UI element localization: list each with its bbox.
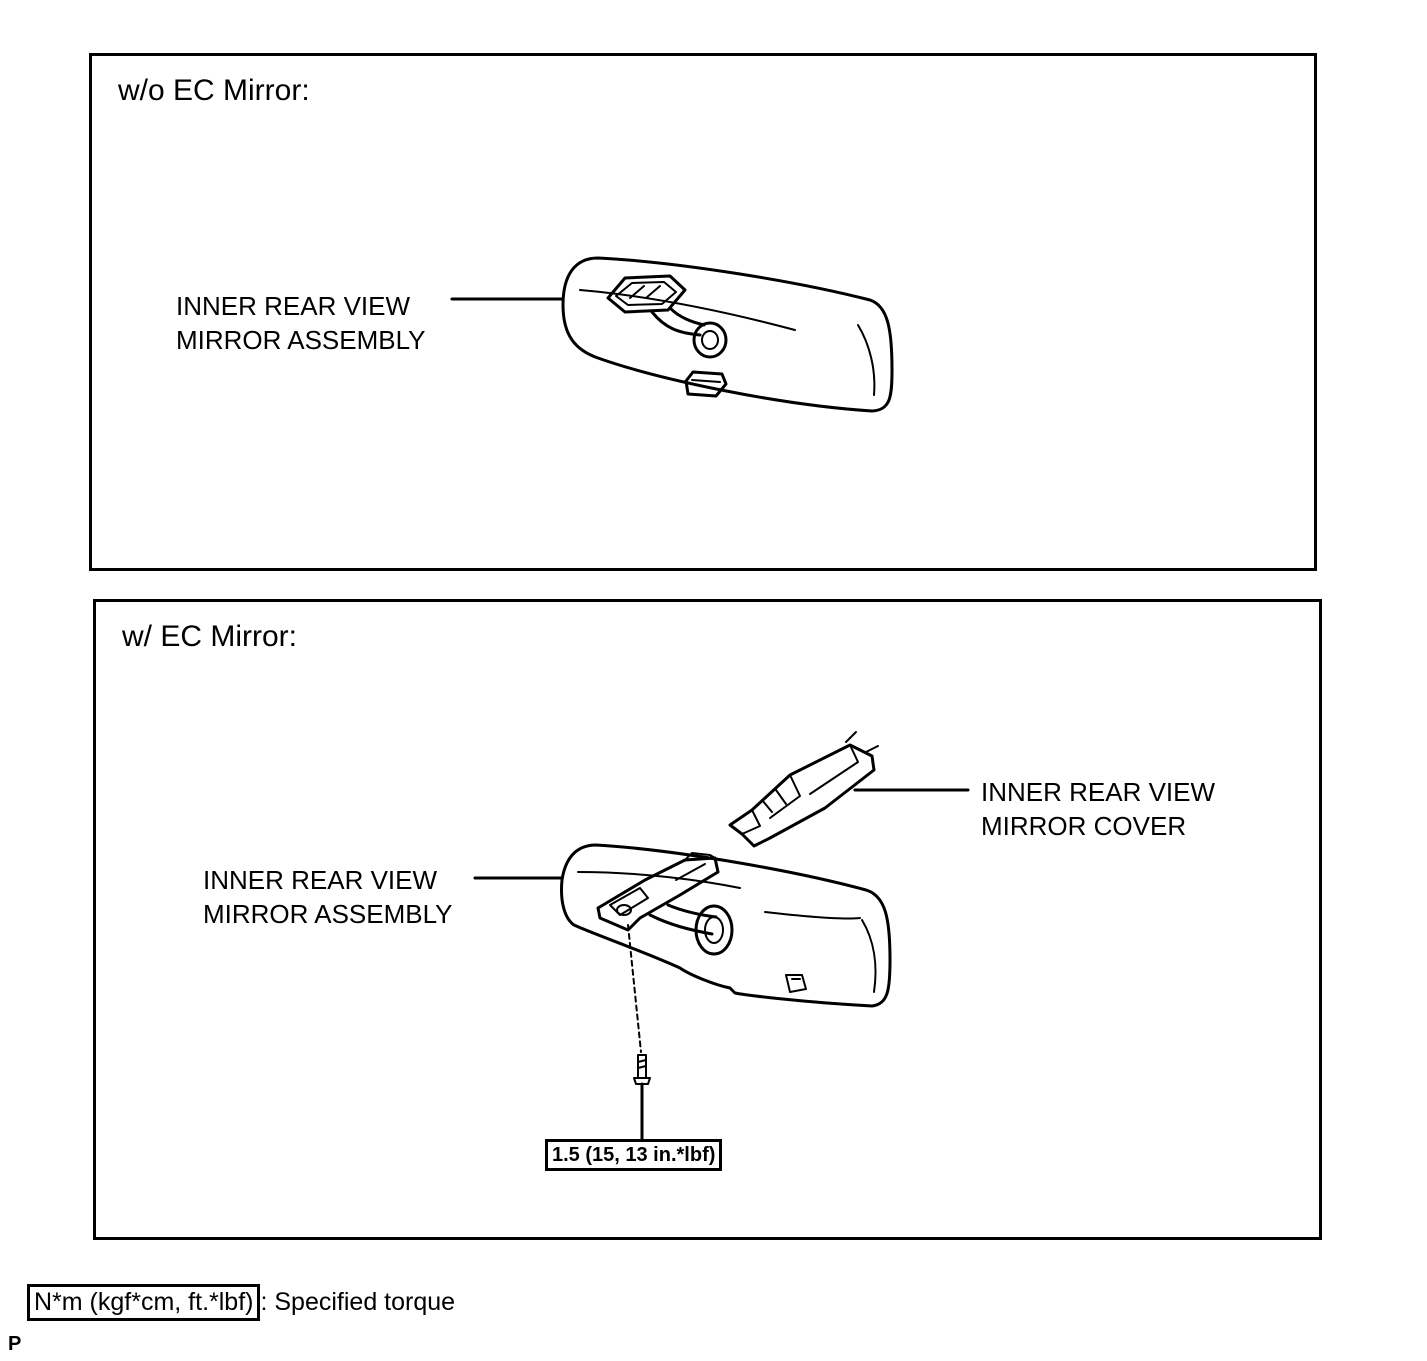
mirror-cover-drawing xyxy=(728,731,970,848)
callout-line: INNER REAR VIEW xyxy=(176,291,411,321)
torque-spec-box: 1.5 (15, 13 in.*lbf) xyxy=(545,1139,723,1171)
panel-title: w/o EC Mirror: xyxy=(118,74,310,107)
callout-line: MIRROR ASSEMBLY xyxy=(176,325,426,355)
mirror-assembly-drawing-bottom xyxy=(473,843,892,1142)
callout-line: INNER REAR VIEW xyxy=(203,865,438,895)
torque-legend: N*m (kgf*cm, ft.*lbf): Specified torque xyxy=(27,1284,455,1321)
callout-line: INNER REAR VIEW xyxy=(981,777,1216,807)
legend-description: : Specified torque xyxy=(260,1288,456,1316)
callout-mirror-cover: INNER REAR VIEW MIRROR COVER xyxy=(981,775,1215,843)
panel-title: w/ EC Mirror: xyxy=(122,620,297,653)
corner-mark: P xyxy=(8,1333,22,1355)
mirror-assembly-drawing-top xyxy=(450,256,894,413)
legend-torque-box: N*m (kgf*cm, ft.*lbf) xyxy=(27,1284,261,1321)
callout-line: MIRROR COVER xyxy=(981,811,1187,841)
callout-line: MIRROR ASSEMBLY xyxy=(203,899,453,929)
panel-without-ec-mirror: w/o EC Mirror: xyxy=(89,53,1317,571)
callout-mirror-assembly-bottom: INNER REAR VIEW MIRROR ASSEMBLY xyxy=(203,863,452,931)
callout-mirror-assembly-top: INNER REAR VIEW MIRROR ASSEMBLY xyxy=(176,289,425,357)
